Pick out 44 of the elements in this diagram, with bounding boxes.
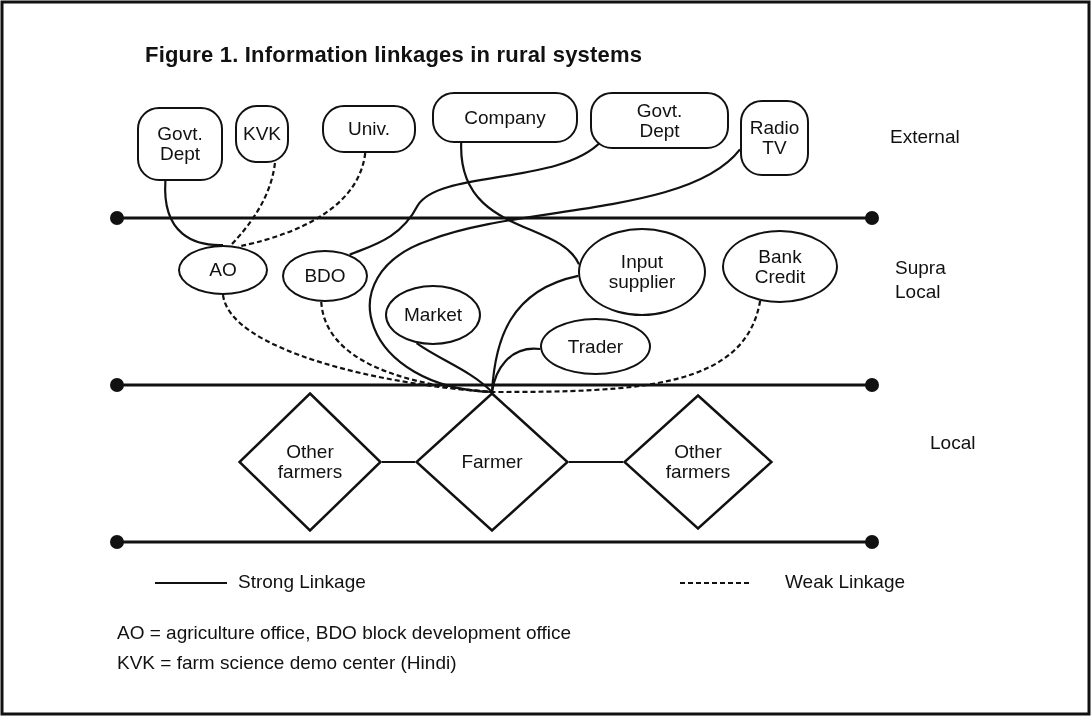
band-label: Local — [930, 432, 977, 454]
node-label: BDO — [304, 266, 346, 286]
node-label: Farmer — [461, 452, 523, 472]
connector-line — [460, 142, 580, 265]
decision-diamond — [415, 392, 569, 532]
ellipse-node — [282, 250, 368, 302]
node-label: AO — [209, 260, 237, 280]
legend-label: Weak Linkage — [785, 571, 906, 593]
decision-diamond — [623, 394, 773, 530]
node-label: Radio TV — [748, 118, 801, 158]
node-label: Market — [403, 305, 463, 325]
connector-line — [415, 342, 493, 393]
connector-line — [490, 347, 541, 393]
node-label: Govt. Dept — [635, 100, 684, 141]
connector-line — [230, 162, 277, 247]
figure-title: Figure 1. Information linkages in rural systems — [145, 42, 643, 68]
node-label: Input supplier — [607, 252, 677, 292]
decision-diamond — [238, 392, 382, 532]
node-label: KVK — [243, 124, 281, 144]
rounded-box — [137, 107, 223, 181]
band-label: External — [890, 126, 961, 148]
node-label: Company — [464, 107, 546, 128]
band-label: Supra Local — [895, 256, 947, 304]
rounded-box — [740, 100, 809, 176]
ellipse-node — [385, 285, 481, 345]
node-label: Other farmers — [276, 442, 344, 482]
rounded-box — [590, 92, 729, 149]
node-label: Univ. — [348, 119, 390, 139]
legend-label: Strong Linkage — [238, 571, 366, 593]
connector-line — [569, 460, 623, 464]
node-label: Other farmers — [664, 442, 732, 482]
connector-line — [238, 152, 367, 248]
rounded-box — [322, 105, 416, 153]
connector-line — [492, 300, 762, 394]
connector-line — [164, 181, 223, 247]
rounded-box — [235, 105, 289, 163]
connector-line — [382, 460, 415, 464]
rounded-box — [432, 92, 578, 143]
footnote: AO = agriculture office, BDO block development office — [117, 622, 571, 644]
node-label: Trader — [567, 336, 624, 357]
node-label: Govt. Dept — [156, 124, 204, 164]
connector-line — [369, 148, 741, 394]
node-label: Bank Credit — [753, 246, 807, 287]
footnote: KVK = farm science demo center (Hindi) — [117, 652, 457, 674]
